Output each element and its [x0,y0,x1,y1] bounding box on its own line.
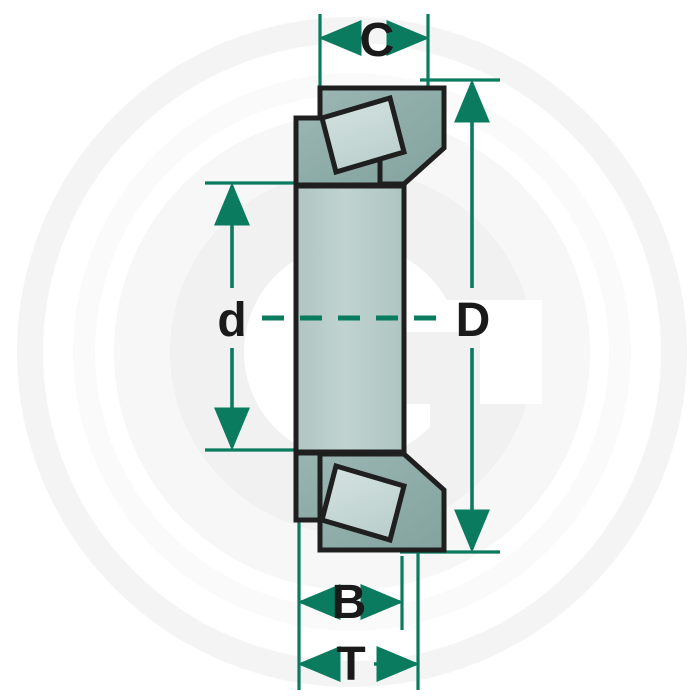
dimension-label-D: D [456,294,491,347]
dimension-label-c: C [360,14,395,67]
dimension-label-d: d [217,294,246,347]
roller-bottom [318,462,408,544]
body-edges [293,182,407,456]
dimension-label-t: T [336,638,365,691]
dimension-arrows [214,20,490,682]
dimension-label-b: B [332,576,367,629]
roller-top [318,94,408,176]
